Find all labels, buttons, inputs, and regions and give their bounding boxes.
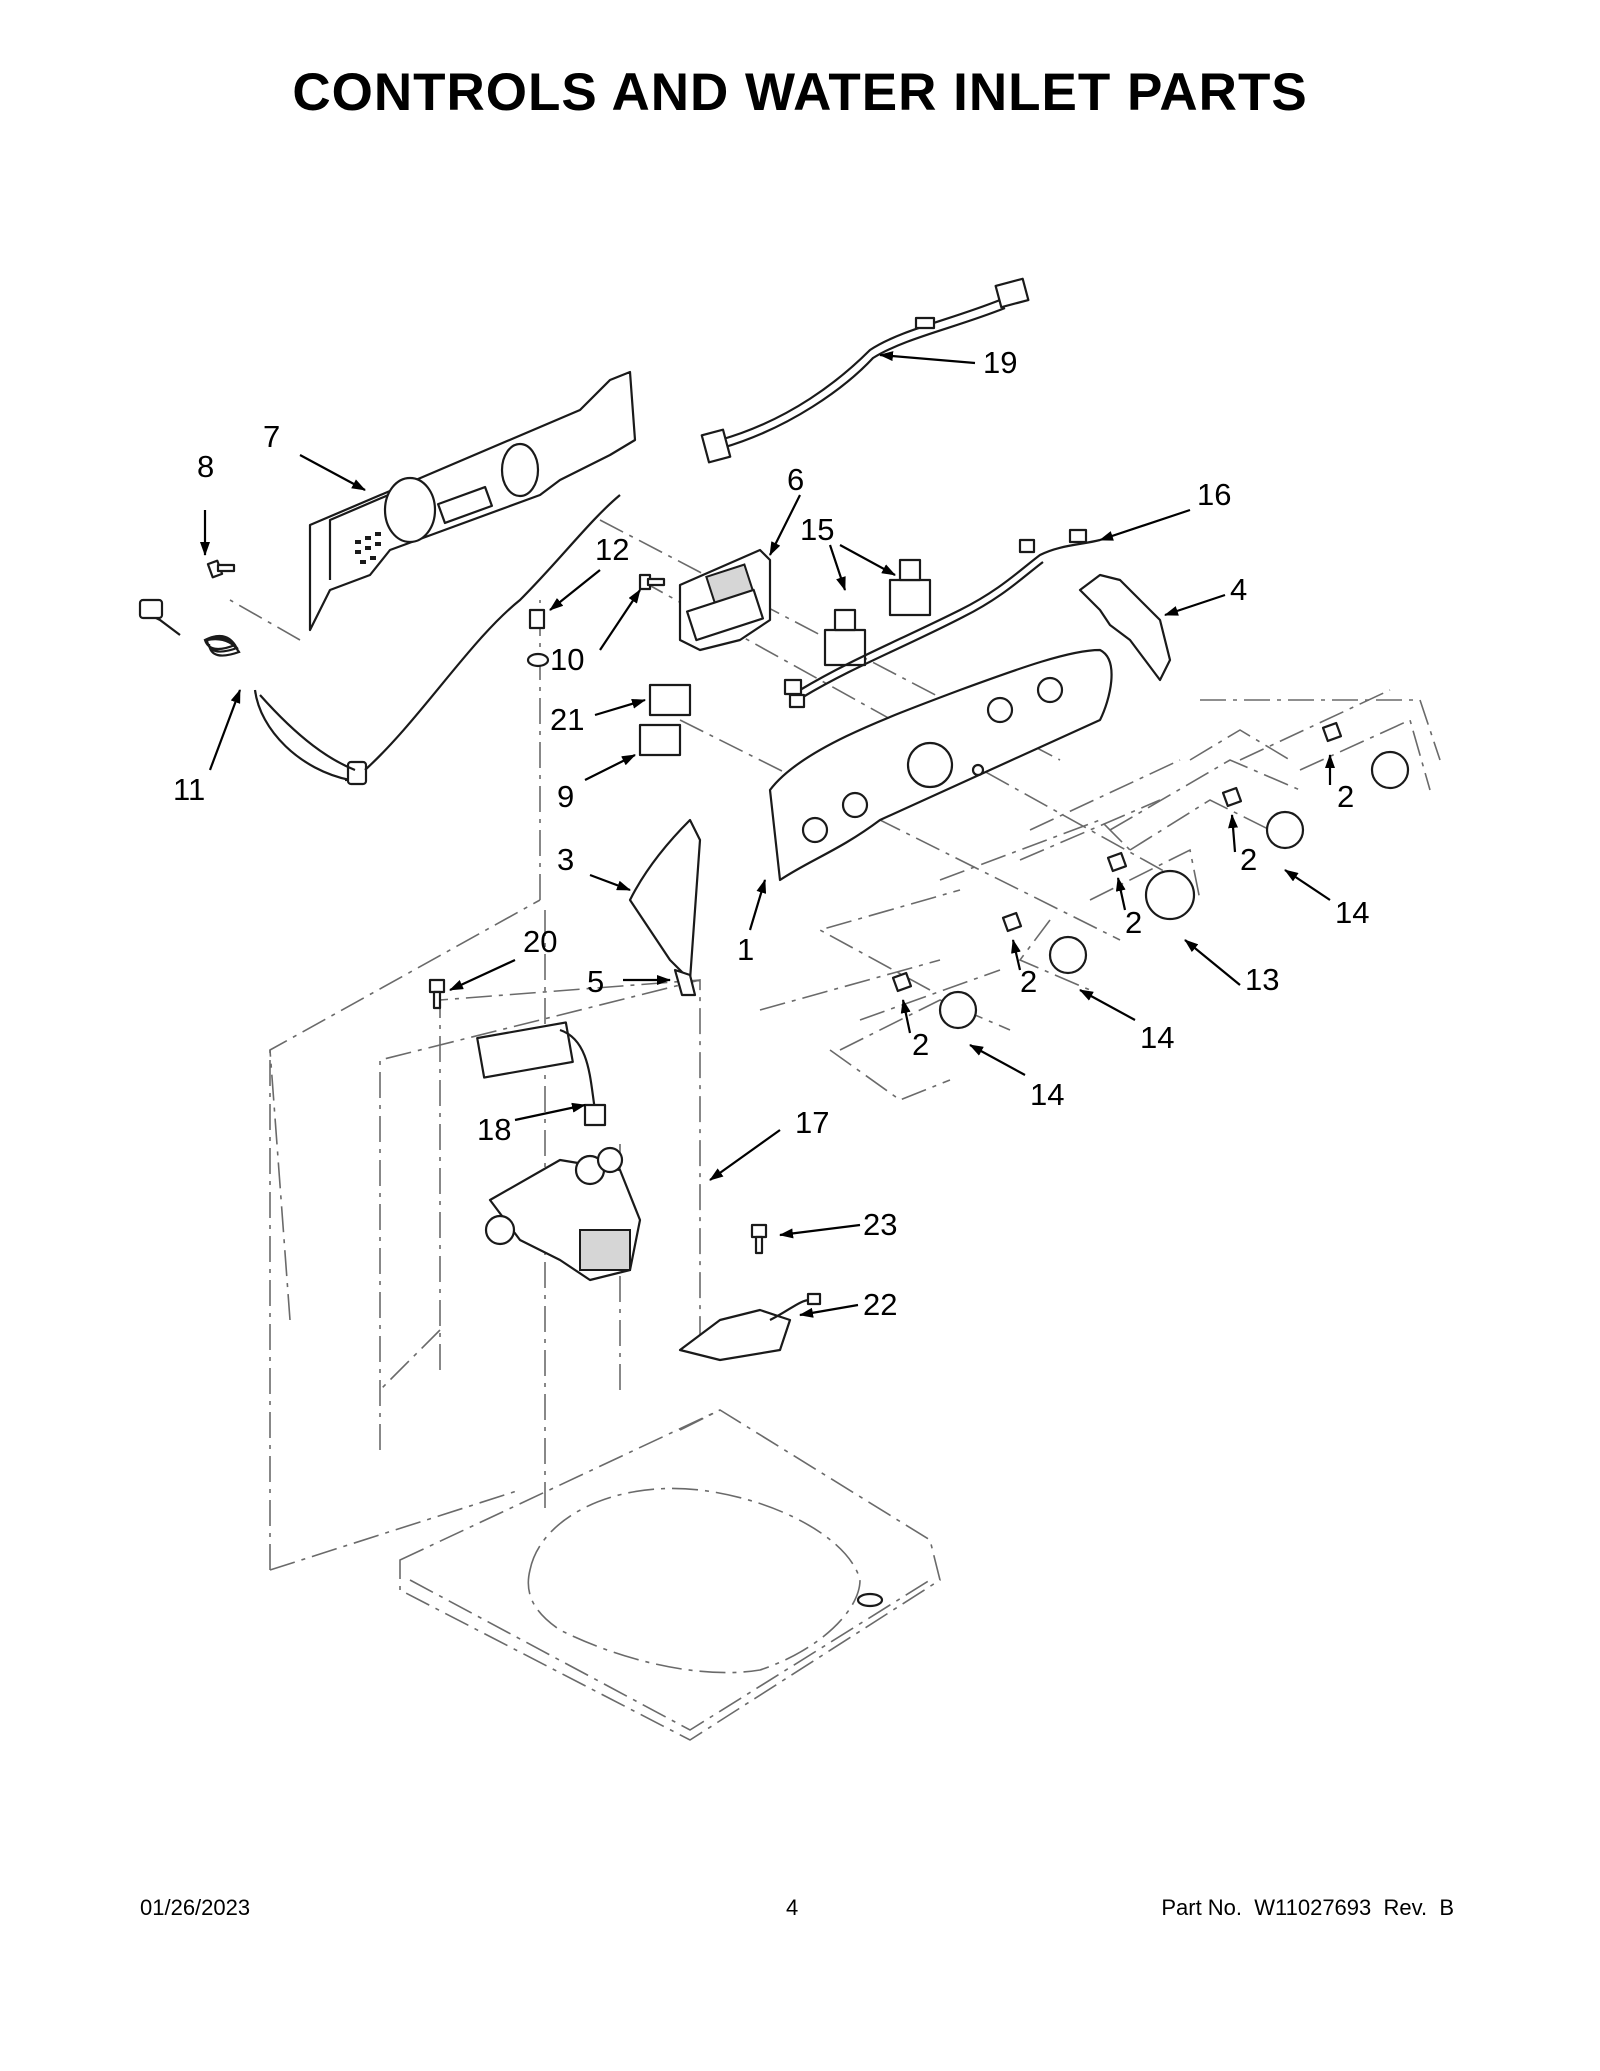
water-level-assembly bbox=[476, 1021, 607, 1127]
callout-14: 14 bbox=[1335, 895, 1369, 930]
callout-23: 23 bbox=[863, 1207, 897, 1242]
wire-harness-16 bbox=[783, 528, 1101, 709]
screw-icon-20 bbox=[428, 978, 446, 1010]
callout-4: 4 bbox=[1230, 572, 1247, 607]
clamp bbox=[526, 608, 550, 668]
callout-22: 22 bbox=[863, 1287, 897, 1322]
clip bbox=[673, 968, 697, 997]
callout-15: 15 bbox=[800, 512, 834, 547]
water-valve-assembly bbox=[484, 1146, 642, 1282]
callout-14: 14 bbox=[1030, 1077, 1064, 1112]
console bbox=[768, 648, 1113, 882]
callout-1: 1 bbox=[737, 932, 754, 967]
callout-2: 2 bbox=[912, 1027, 929, 1062]
footer-part-number: Part No. W11027693 Rev. B bbox=[1161, 1895, 1454, 1920]
callout-2: 2 bbox=[1337, 779, 1354, 814]
callout-18: 18 bbox=[477, 1112, 511, 1147]
callout-8: 8 bbox=[197, 449, 214, 484]
screw-icon bbox=[206, 559, 236, 579]
switches-21-9 bbox=[638, 683, 692, 757]
callout-2: 2 bbox=[1125, 905, 1142, 940]
callout-6: 6 bbox=[787, 462, 804, 497]
control-board bbox=[678, 548, 772, 652]
callout-labels: 1 2 2 2 2 2 3 4 5 6 7 8 9 10 11 12 13 14… bbox=[173, 345, 1369, 1322]
callout-3: 3 bbox=[557, 842, 574, 877]
callout-9: 9 bbox=[557, 779, 574, 814]
end-cap-left bbox=[628, 818, 702, 982]
lid-switch-sensor bbox=[678, 1292, 822, 1362]
callout-21: 21 bbox=[550, 702, 584, 737]
wire-harness-19 bbox=[700, 277, 1030, 464]
page-title: CONTROLS AND WATER INLET PARTS bbox=[292, 63, 1308, 122]
footer-date: 01/26/2023 bbox=[140, 1895, 251, 1920]
callout-14: 14 bbox=[1140, 1020, 1174, 1055]
screw-icon-10 bbox=[638, 573, 666, 591]
end-cap-right bbox=[1078, 573, 1172, 682]
callout-19: 19 bbox=[983, 345, 1017, 380]
callout-13: 13 bbox=[1245, 962, 1279, 997]
callout-2: 2 bbox=[1020, 964, 1037, 999]
knobs bbox=[891, 721, 1410, 1030]
top-cover bbox=[399, 1409, 941, 1741]
callout-16: 16 bbox=[1197, 477, 1231, 512]
switches-15 bbox=[823, 558, 932, 667]
callout-20: 20 bbox=[523, 924, 557, 959]
callout-7: 7 bbox=[263, 419, 280, 454]
callout-17: 17 bbox=[795, 1105, 829, 1140]
callout-2: 2 bbox=[1240, 842, 1257, 877]
callout-12: 12 bbox=[595, 532, 629, 567]
console-back-panel bbox=[308, 370, 637, 632]
power-cord bbox=[138, 494, 621, 786]
assembly-guide-lines bbox=[229, 519, 1441, 1571]
callout-10: 10 bbox=[550, 642, 584, 677]
callout-11: 11 bbox=[173, 772, 205, 807]
screw-icon-23 bbox=[750, 1223, 768, 1255]
leader-lines bbox=[200, 351, 1335, 1318]
callout-5: 5 bbox=[587, 964, 604, 999]
footer-page-number: 4 bbox=[786, 1895, 799, 1920]
